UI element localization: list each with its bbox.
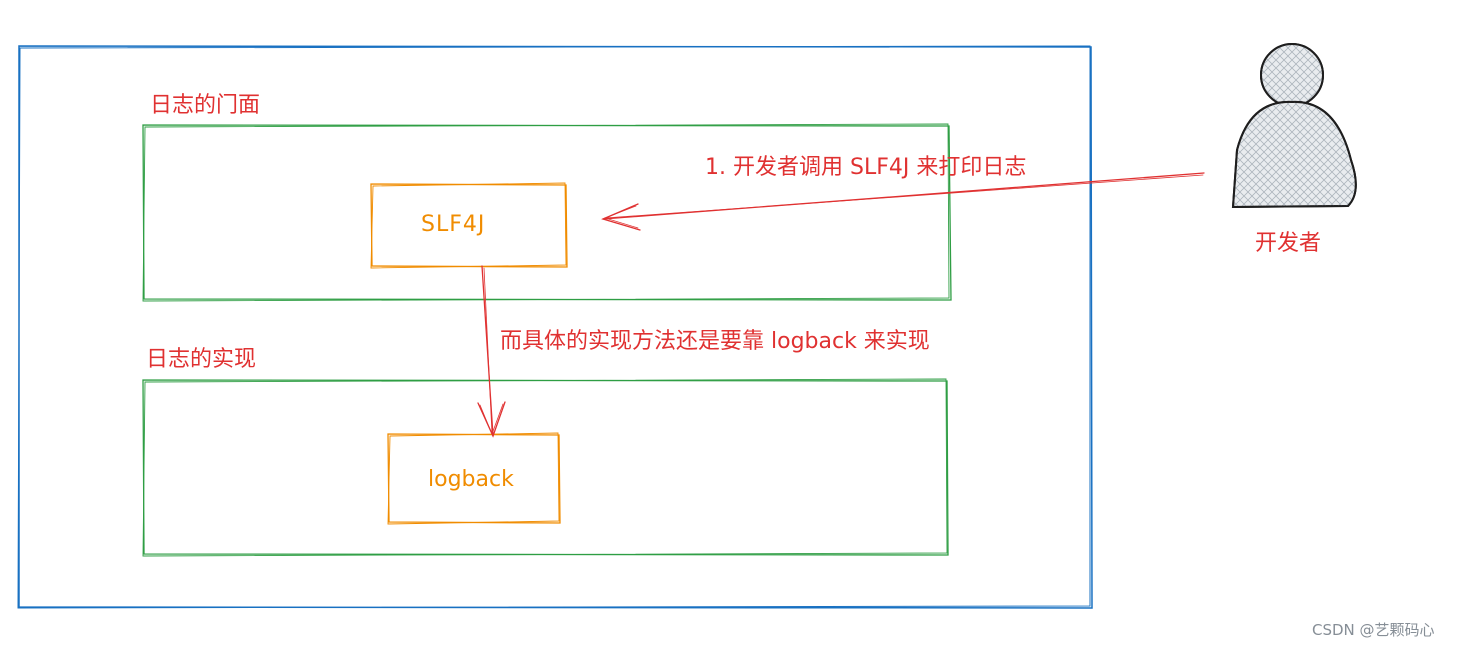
- call-arrow: [601, 172, 1205, 231]
- person-icon: [1231, 43, 1357, 209]
- impl-group-frame: [142, 378, 949, 557]
- outer-frame: [17, 45, 1093, 609]
- facade-group-frame: [142, 123, 952, 302]
- slf4j-box-label: SLF4J: [421, 212, 486, 237]
- delegate-arrow-label: 而具体的实现方法还是要靠 logback 来实现: [500, 329, 930, 354]
- watermark: CSDN @艺颗码心: [1312, 621, 1435, 639]
- delegate-arrow: [477, 265, 506, 438]
- impl-group-title: 日志的实现: [146, 347, 257, 372]
- slf4j-box: [370, 182, 568, 269]
- logback-box: [387, 432, 561, 525]
- call-arrow-label: 1. 开发者调用 SLF4J 来打印日志: [705, 155, 1027, 180]
- actor-label: 开发者: [1255, 231, 1322, 256]
- facade-group-title: 日志的门面: [150, 93, 261, 118]
- logback-box-label: logback: [428, 467, 514, 492]
